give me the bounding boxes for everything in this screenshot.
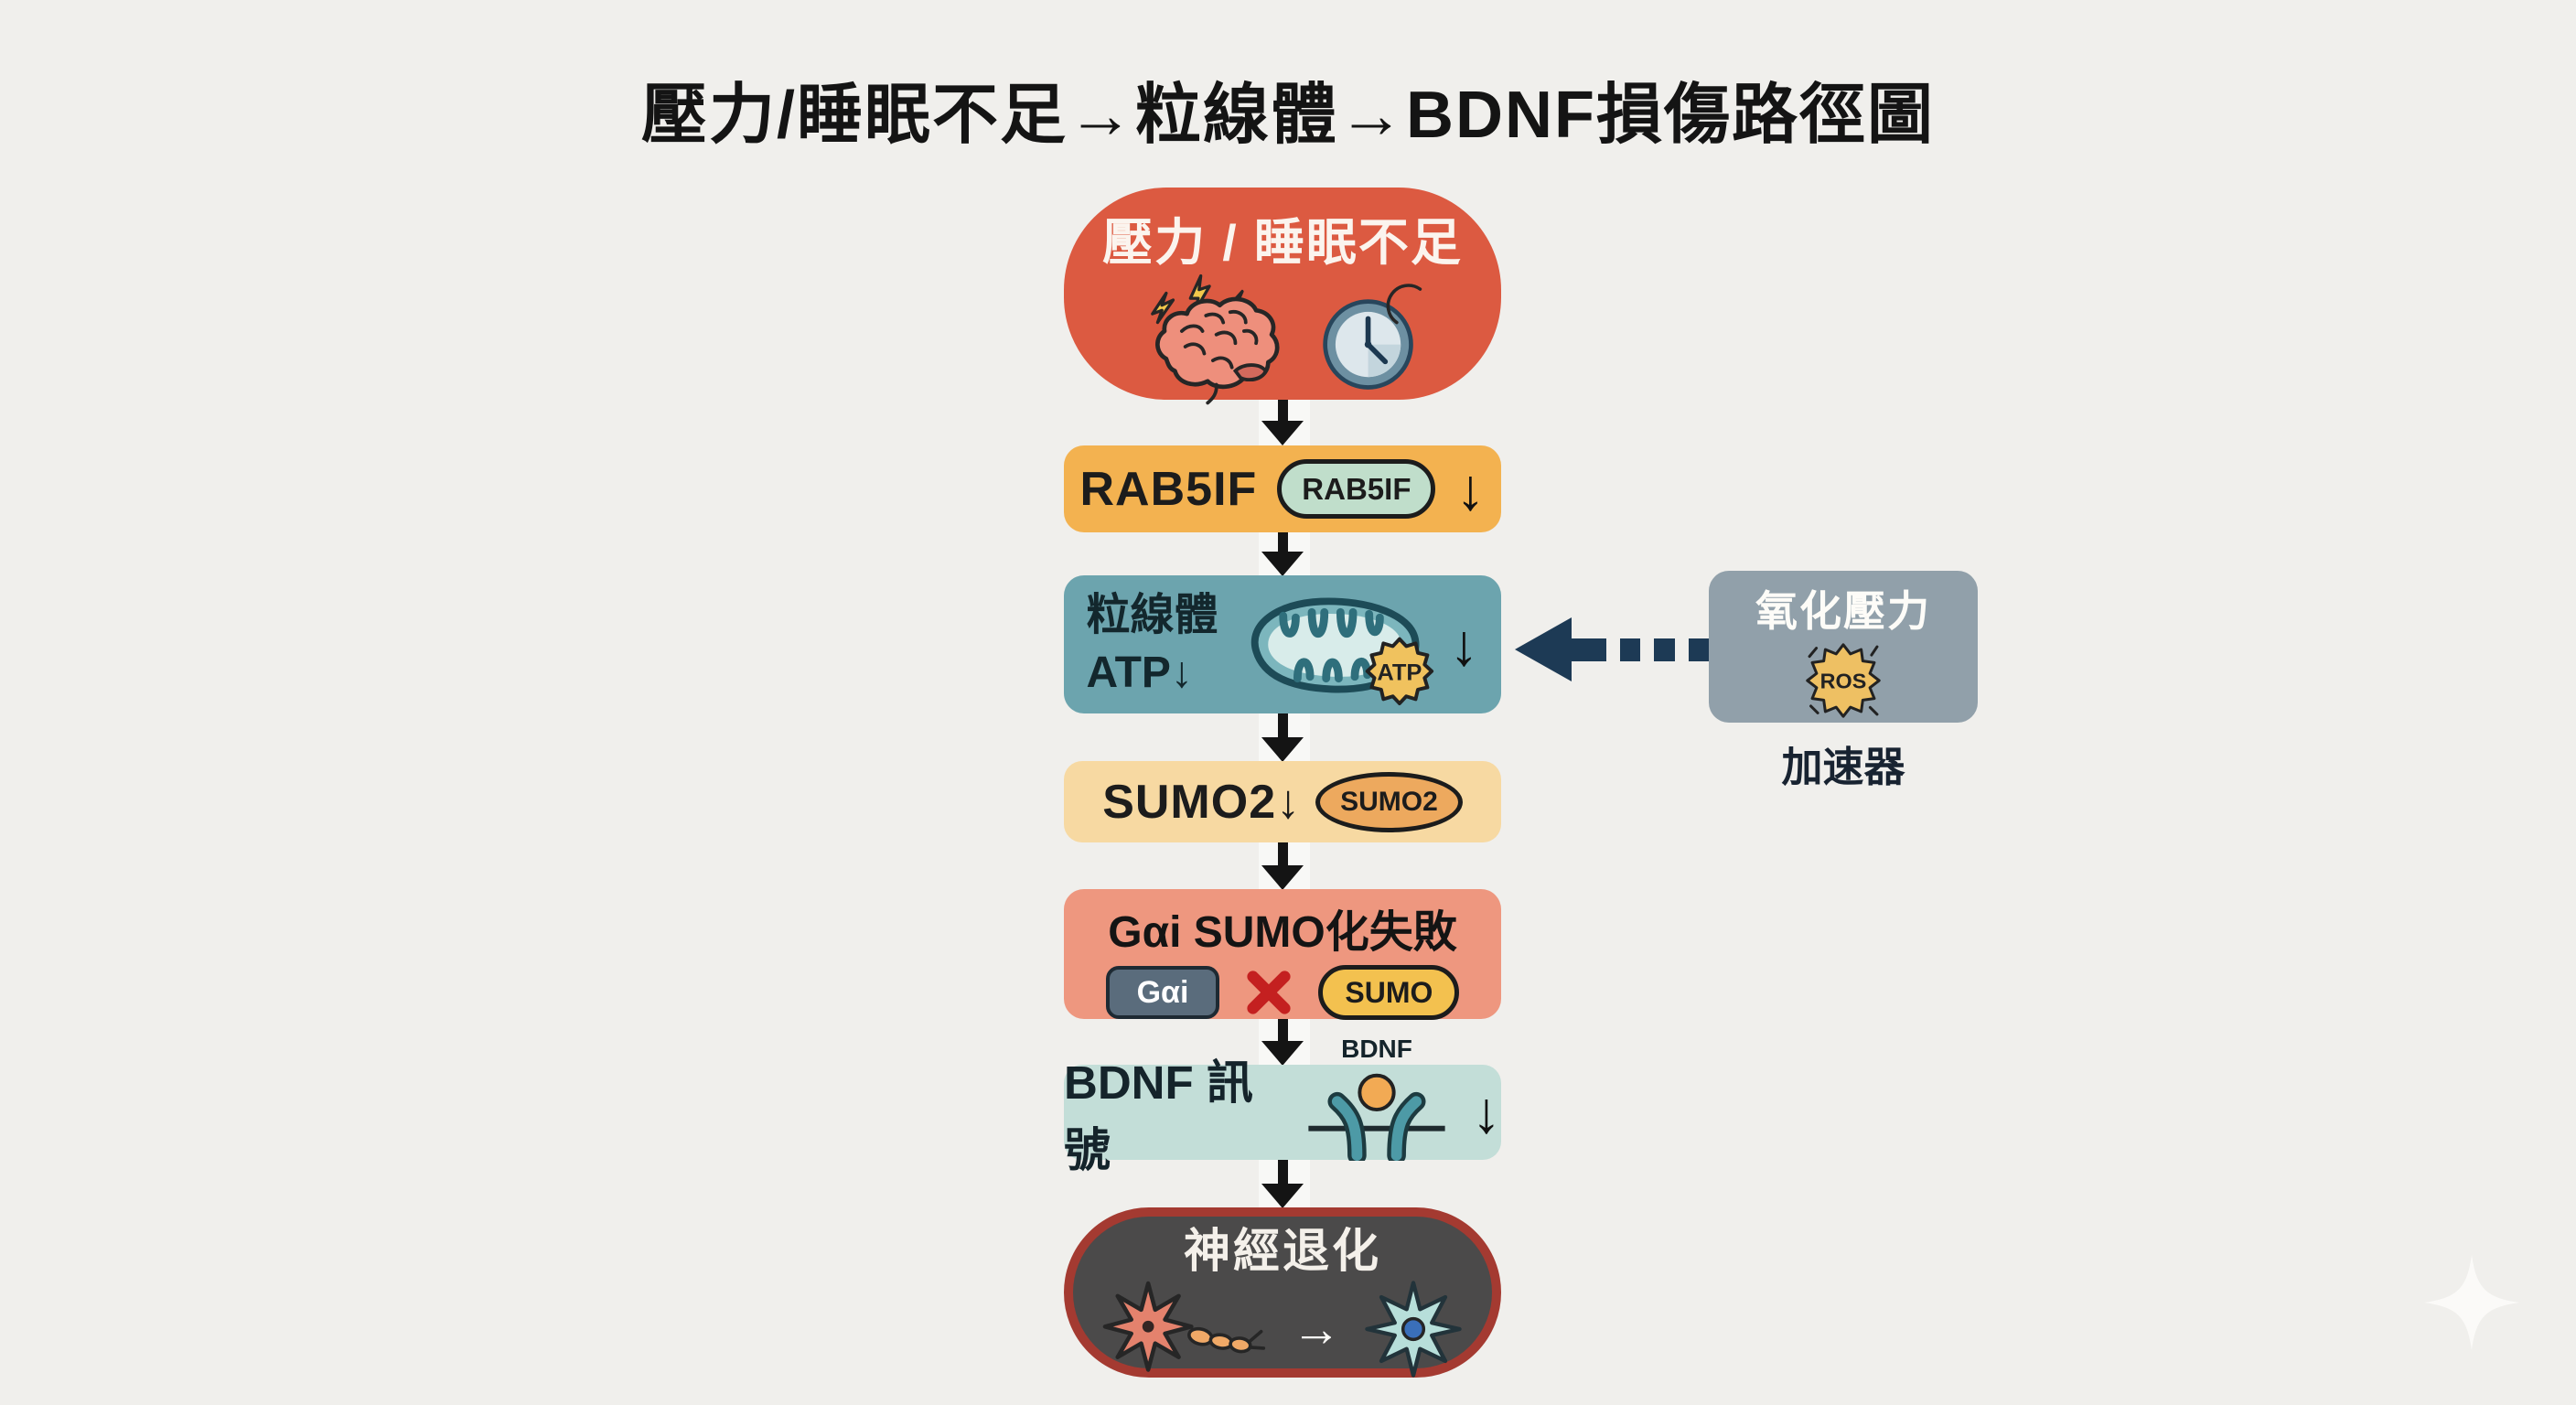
atp-badge-label: ATP: [1377, 660, 1422, 686]
mitochondria-icon: ATP: [1250, 597, 1433, 706]
bdnf-receptor-icon: [1308, 1073, 1445, 1161]
node-stress: 壓力 / 睡眠不足: [1064, 188, 1501, 404]
bdnf-receptor-caption: BDNF: [1341, 1035, 1412, 1063]
mito-label-line1: 粒線體: [1086, 591, 1218, 640]
neuro-label: 神經退化: [1183, 1225, 1381, 1277]
dashed-arrow-dash: [1688, 638, 1709, 661]
sumo2-protein-pill: SUMO2: [1315, 771, 1463, 832]
accelerator-caption: 加速器: [1781, 744, 1905, 790]
clock-moon-icon: [1323, 284, 1422, 390]
mito-label: 粒線體 ATP↓: [1086, 587, 1218, 702]
ros-badge-label: ROS: [1820, 669, 1867, 692]
node-neurodegeneration: 神經退化 →: [1064, 1207, 1501, 1378]
node-mitochondria-atp: 粒線體 ATP↓ ATP ↓: [1064, 575, 1501, 713]
gai-protein-tag: Gαi: [1105, 966, 1220, 1019]
node-oxidative-stress: 氧化壓力 ROS: [1709, 571, 1978, 723]
sumo-protein-pill: SUMO: [1318, 965, 1460, 1020]
decrease-arrow-icon: ↓: [1455, 456, 1486, 522]
dashed-arrow-dash: [1619, 638, 1641, 661]
flow-arrow-down-icon: [1261, 1160, 1304, 1208]
node-sumo2: SUMO2↓ SUMO2: [1064, 761, 1501, 842]
bdnf-receptor-block: BDNF: [1304, 1036, 1450, 1161]
stress-label: 壓力 / 睡眠不足: [1102, 213, 1463, 271]
gai-failure-label: Gαi SUMO化失敗: [1108, 908, 1457, 957]
rab5if-label: RAB5IF: [1079, 462, 1258, 516]
bdnf-label: BDNF 訊號: [1064, 1056, 1253, 1176]
flow-arrow-down-icon: [1261, 713, 1304, 762]
dashed-arrow-head: [1515, 617, 1572, 681]
oxidative-label: 氧化壓力: [1755, 587, 1931, 635]
node-rab5if: RAB5IF RAB5IF ↓: [1064, 445, 1501, 532]
decrease-arrow-icon: ↓: [1449, 611, 1479, 678]
flow-arrow-down-icon: [1261, 532, 1304, 576]
sparkle-icon: [2424, 1255, 2519, 1350]
diagram-title: 壓力/睡眠不足→粒線體→BDNF損傷路徑圖: [641, 79, 1935, 152]
neuro-icon-row: →: [1096, 1275, 1469, 1383]
gai-failure-icon-row: Gαi SUMO: [1105, 965, 1460, 1020]
sumo2-label: SUMO2↓: [1102, 775, 1302, 829]
dashed-arrow-left-icon: [1515, 617, 1709, 681]
healthy-neuron-icon: [1102, 1281, 1266, 1372]
stressed-brain-icon: [1151, 273, 1280, 404]
node-bdnf-signal: BDNF 訊號 BDNF ↓: [1064, 1036, 1501, 1176]
atp-starburst: [1365, 637, 1433, 706]
decrease-arrow-icon: ↓: [1472, 1079, 1501, 1145]
rab5if-gene-pill: RAB5IF: [1277, 459, 1436, 519]
mito-label-line2: ATP↓: [1086, 648, 1193, 697]
dashed-arrow-shaft: [1572, 638, 1606, 661]
red-cross-icon: [1247, 971, 1291, 1014]
flow-arrow-down-icon: [1261, 398, 1304, 445]
flow-arrow-down-icon: [1261, 1019, 1304, 1066]
degenerated-neuron-icon: [1365, 1281, 1462, 1378]
ros-starburst-icon: ROS: [1806, 643, 1881, 718]
flow-arrow-down-icon: [1261, 842, 1304, 890]
dashed-arrow-dash: [1654, 638, 1675, 661]
node-gai-sumo-failure: Gαi SUMO化失敗 Gαi SUMO: [1064, 889, 1501, 1020]
transition-arrow: →: [1292, 1302, 1341, 1357]
stress-icon-row: [1133, 273, 1432, 405]
